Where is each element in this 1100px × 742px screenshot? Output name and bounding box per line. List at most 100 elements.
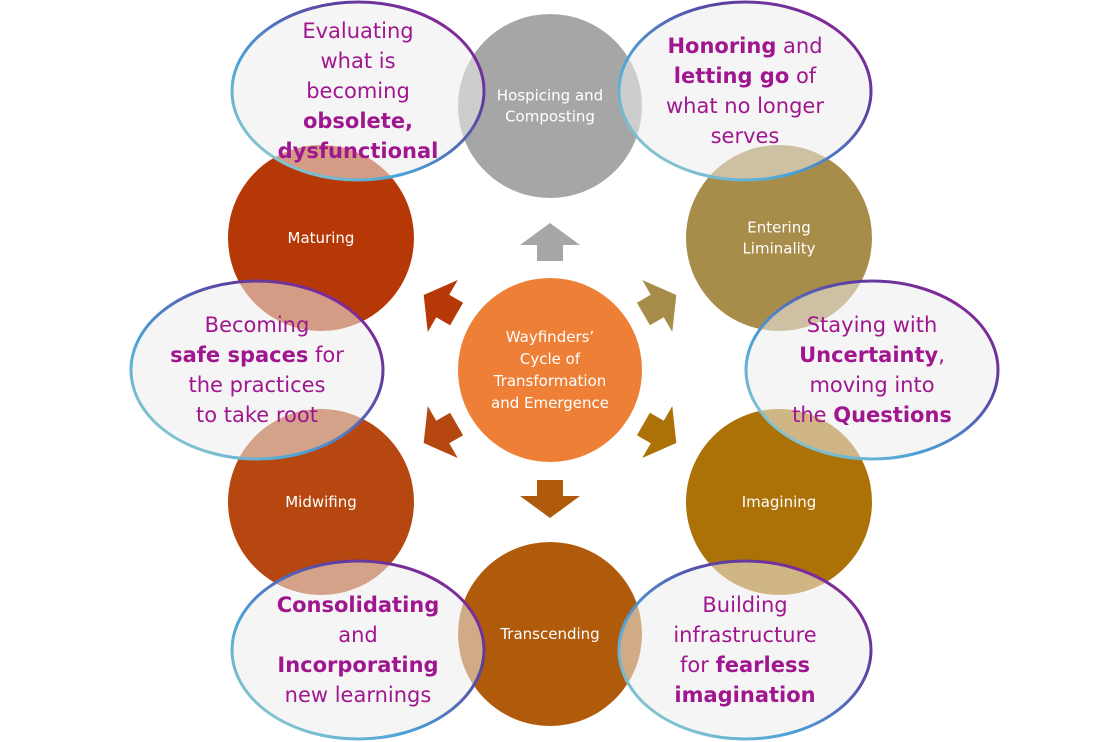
oval-text-run: , [938, 343, 945, 367]
oval-line: infrastructure [673, 623, 816, 647]
oval-text-run: for [308, 343, 344, 367]
stage-label: Transcending [499, 625, 599, 643]
oval-bold-text: Questions [833, 403, 952, 427]
oval-line: letting go of [674, 64, 817, 88]
center-label: Wayfinders’ [506, 328, 594, 346]
arrow-down [520, 480, 580, 518]
stage-circles: Hospicing andCompostingEnteringLiminalit… [228, 14, 872, 726]
oval-text-run: of [789, 64, 817, 88]
oval-text-run: to take root [196, 403, 318, 427]
oval-bold-text: Consolidating [277, 593, 440, 617]
oval-bold-text: dysfunctional [278, 139, 439, 163]
oval-line: what is [320, 49, 395, 73]
stage-label: Entering [747, 219, 810, 237]
oval-bold-text: safe spaces [170, 343, 308, 367]
arrow-down-left [423, 406, 464, 458]
oval-shape [230, 559, 486, 741]
oval-text-run: becoming [306, 79, 410, 103]
stage-label: Hospicing and [497, 87, 603, 105]
oval-shape [129, 279, 385, 461]
oval-line: Consolidating [277, 593, 440, 617]
oval-line: Honoring and [667, 34, 822, 58]
oval-shape [617, 0, 873, 182]
oval-bold-text: imagination [674, 683, 815, 707]
description-ovals: Evaluating what is becoming obsolete, dysfun… [129, 0, 1000, 741]
oval-bold-text: Incorporating [277, 653, 438, 677]
stage-circle [458, 542, 642, 726]
oval-line: safe spaces for [170, 343, 344, 367]
stage-circle [686, 145, 872, 331]
stage-label: Composting [505, 108, 595, 126]
oval-building: Building infrastructure for fearless imagin… [617, 559, 873, 741]
oval-shape [617, 559, 873, 741]
oval-text-run: what no longer [666, 94, 824, 118]
stage-label: Midwifing [285, 493, 357, 511]
center-label: Transformation [493, 372, 607, 390]
oval-text-run: infrastructure [673, 623, 816, 647]
oval-line: to take root [196, 403, 318, 427]
oval-line: the Questions [792, 403, 952, 427]
oval-line: what no longer [666, 94, 824, 118]
oval-bold-text: letting go [674, 64, 789, 88]
stage-label: Liminality [742, 240, 815, 258]
oval-line: new learnings [285, 683, 432, 707]
oval-text-run: new learnings [285, 683, 432, 707]
oval-shape [744, 279, 1000, 461]
oval-line: becoming [306, 79, 410, 103]
oval-line: for fearless [680, 653, 810, 677]
stage-circle [458, 14, 642, 198]
oval-text-run: for [680, 653, 716, 677]
oval-line: the practices [189, 373, 326, 397]
oval-line: obsolete, [303, 109, 413, 133]
stage-circle [686, 409, 872, 595]
oval-line: Uncertainty, [799, 343, 945, 367]
oval-evaluating: Evaluating what is becoming obsolete, dysfun… [230, 0, 486, 182]
center-hub: Wayfinders’ Cycle of Transformation and Eme… [458, 278, 642, 462]
oval-text-run: Evaluating [302, 19, 413, 43]
oval-safe-spaces: Becoming safe spaces for the practices to t… [129, 279, 385, 461]
cycle-arrows [423, 223, 677, 518]
oval-text-run: what is [320, 49, 395, 73]
oval-line: imagination [674, 683, 815, 707]
oval-honoring: Honoring and letting go of what no longer s… [617, 0, 873, 182]
stage-imagining: Imagining [686, 409, 872, 595]
stage-label: Maturing [288, 229, 355, 247]
oval-line: serves [711, 124, 780, 148]
arrow-up [520, 223, 580, 261]
arrow-up-left [423, 280, 464, 332]
stage-transcending: Transcending [458, 542, 642, 726]
stage-label: Imagining [742, 493, 817, 511]
oval-line: and [338, 623, 378, 647]
oval-shape [230, 0, 486, 182]
oval-bold-text: obsolete, [303, 109, 413, 133]
oval-text-run: the [792, 403, 833, 427]
oval-text-run: Staying with [807, 313, 938, 337]
center-circle [458, 278, 642, 462]
arrow-down-right [636, 406, 677, 458]
oval-line: moving into [809, 373, 934, 397]
oval-text-run: Becoming [205, 313, 310, 337]
oval-text-run: moving into [809, 373, 934, 397]
oval-text-run: the practices [189, 373, 326, 397]
oval-line: Evaluating [302, 19, 413, 43]
oval-line: Becoming [205, 313, 310, 337]
oval-bold-text: fearless [716, 653, 810, 677]
oval-bold-text: Honoring [667, 34, 776, 58]
oval-line: Staying with [807, 313, 938, 337]
oval-text-run: serves [711, 124, 780, 148]
center-label: and Emergence [491, 394, 609, 412]
oval-bold-text: Uncertainty [799, 343, 938, 367]
oval-line: Incorporating [277, 653, 438, 677]
oval-line: dysfunctional [278, 139, 439, 163]
oval-text-run: Building [702, 593, 787, 617]
oval-text-run: and [338, 623, 378, 647]
arrow-up-right [636, 280, 677, 332]
center-label: Cycle of [520, 350, 581, 368]
oval-line: Building [702, 593, 787, 617]
oval-text-run: and [776, 34, 822, 58]
